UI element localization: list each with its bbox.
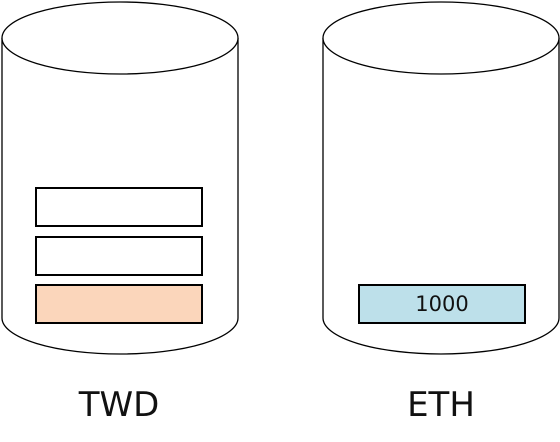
twd-block-3 [35,284,203,324]
cylinder-twd-label: TWD [78,385,160,425]
cylinder-twd-top [1,1,239,75]
twd-block-1 [35,187,203,227]
eth-block-1-text: 1000 [415,292,468,316]
eth-block-1 [358,284,526,324]
cylinder-eth-label: ETH [407,385,475,425]
cylinder-twd: TWD [1,1,239,425]
cylinder-eth-top [322,1,560,75]
twd-block-2 [35,236,203,276]
cylinder-eth: 1000 ETH [322,1,560,425]
cylinder-eth-body [322,38,560,355]
